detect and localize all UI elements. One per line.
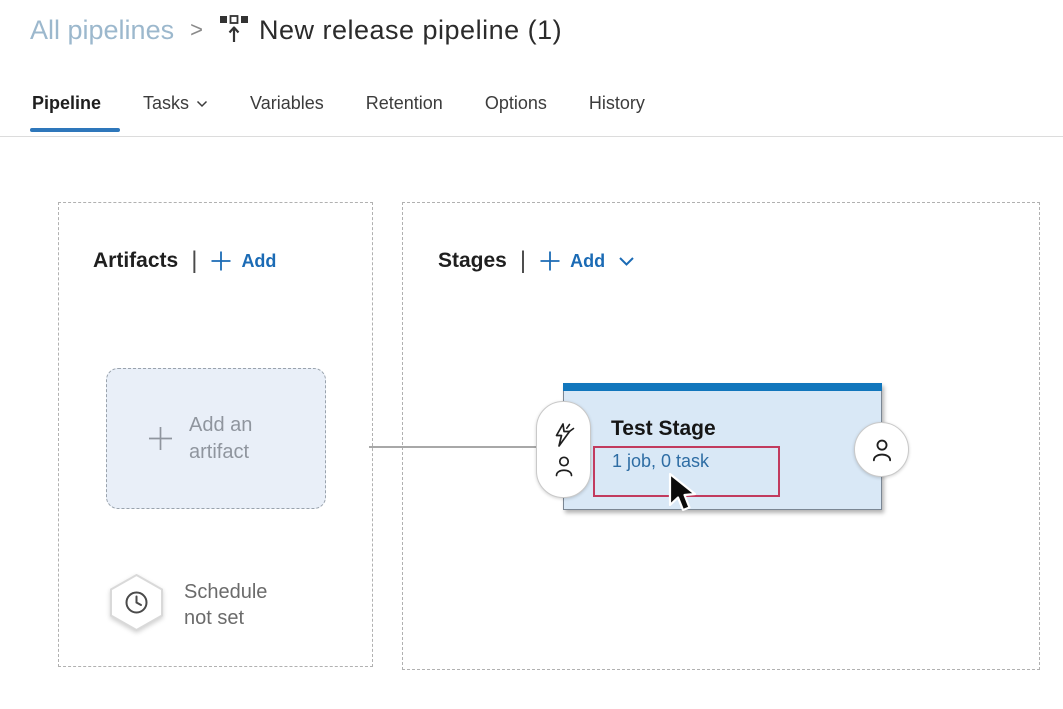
stages-title: Stages [438, 249, 507, 272]
tab-retention-label: Retention [365, 93, 443, 113]
add-an-artifact-dropzone[interactable]: Add an artifact [106, 368, 326, 509]
chevron-down-icon [197, 100, 208, 107]
tab-options[interactable]: Options [485, 93, 547, 114]
artifacts-panel: Artifacts | Add Add an artifact [58, 202, 373, 667]
schedule-trigger-button[interactable]: Schedule not set [108, 573, 267, 637]
post-deployment-conditions-button[interactable] [854, 422, 909, 477]
add-artifact-button[interactable]: Add [210, 250, 276, 272]
stages-header: Stages | Add [438, 247, 635, 275]
plus-icon [211, 251, 231, 271]
annotation-highlight-box [593, 446, 780, 497]
tab-variables[interactable]: Variables [250, 93, 324, 114]
stage-card-header-bar [563, 383, 882, 391]
artifacts-title-separator: | [191, 247, 198, 274]
artifacts-header: Artifacts | Add [93, 247, 276, 275]
pre-deployment-conditions-button[interactable] [536, 401, 591, 498]
plus-icon [540, 251, 560, 271]
schedule-badge [108, 573, 165, 637]
person-icon [872, 439, 891, 461]
artifact-to-stage-connector [369, 446, 541, 448]
add-stage-button-label: Add [570, 250, 606, 271]
tab-pipeline-label: Pipeline [32, 93, 102, 113]
tab-variables-label: Variables [250, 93, 324, 113]
stage-name: Test Stage [611, 417, 716, 440]
tab-pipeline[interactable]: Pipeline [32, 93, 101, 114]
add-stage-button[interactable]: Add [539, 250, 635, 272]
breadcrumb-separator: > [190, 17, 203, 42]
tabbar-divider [0, 136, 1063, 137]
person-icon [555, 456, 572, 477]
tab-options-label: Options [484, 93, 547, 113]
stages-title-separator: | [519, 247, 527, 274]
active-tab-underline [30, 128, 120, 132]
mouse-cursor [668, 472, 697, 512]
add-artifact-button-label: Add [241, 250, 277, 271]
tab-history[interactable]: History [589, 93, 645, 114]
tab-retention[interactable]: Retention [366, 93, 443, 114]
breadcrumb: All pipelines > New release pipeline (1) [30, 10, 562, 50]
clock-in-hexagon-icon [110, 573, 163, 632]
breadcrumb-all-pipelines[interactable]: All pipelines [30, 14, 175, 45]
tab-tasks-label: Tasks [143, 93, 190, 113]
add-an-artifact-label: Add an artifact [189, 414, 253, 463]
tab-history-label: History [588, 93, 645, 113]
chevron-down-icon [619, 256, 634, 266]
release-pipeline-icon [219, 15, 248, 42]
tab-tasks[interactable]: Tasks [143, 93, 208, 114]
tab-bar: Pipeline Tasks Variables Retention Optio… [32, 93, 645, 114]
schedule-not-set-label: Schedule not set [184, 581, 268, 629]
page-title: New release pipeline (1) [258, 14, 563, 45]
artifacts-title: Artifacts [93, 249, 179, 272]
stage-jobs-tasks-link[interactable]: 1 job, 0 task [612, 451, 710, 471]
plus-icon [149, 427, 172, 450]
lightning-icon [555, 423, 574, 447]
